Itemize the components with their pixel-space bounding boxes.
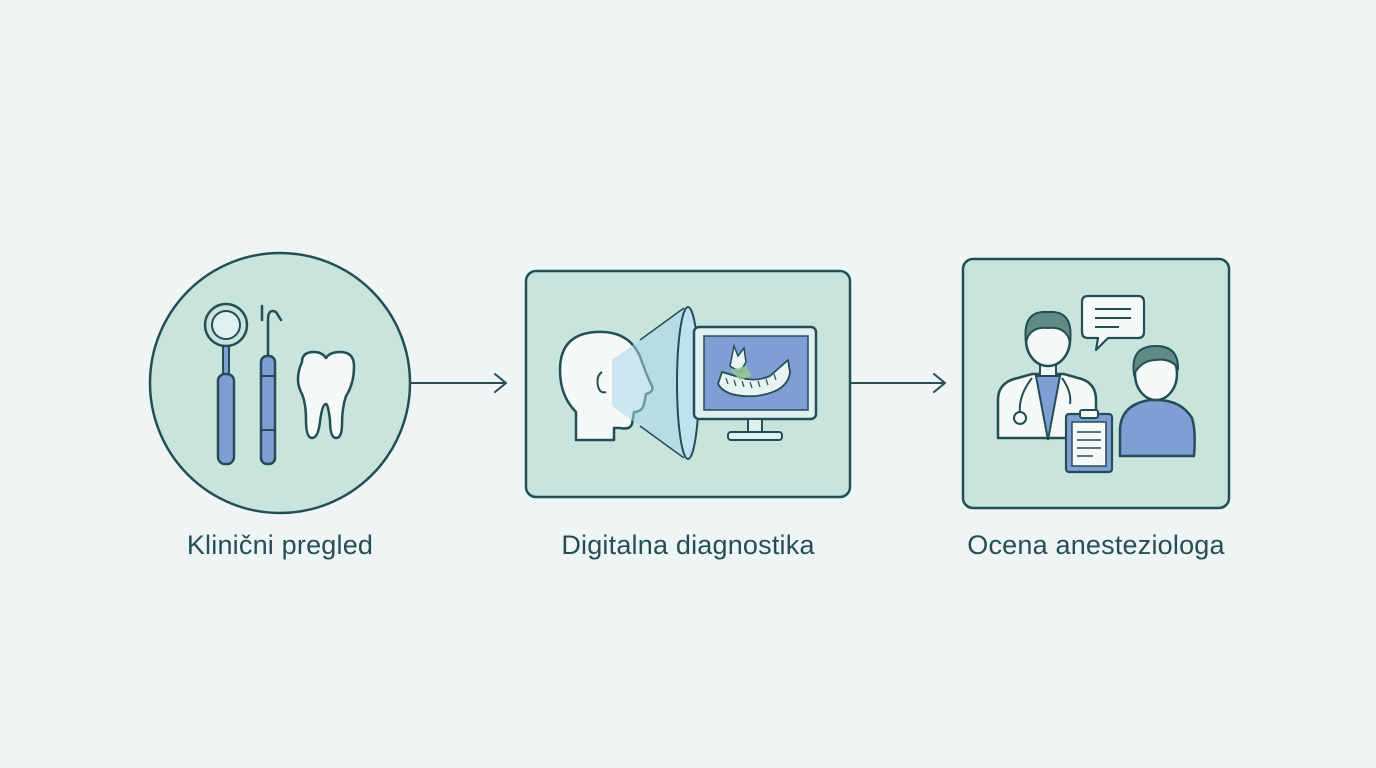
step-2-label: Digitalna diagnostika bbox=[561, 530, 815, 560]
step-3-panel bbox=[961, 257, 1231, 510]
tooth-icon bbox=[296, 350, 356, 440]
speech-bubble-icon bbox=[1080, 294, 1146, 352]
step-1-panel bbox=[148, 251, 412, 515]
dental-probe-icon bbox=[259, 304, 283, 466]
clipboard-icon bbox=[1064, 409, 1114, 474]
step-1-label: Klinični pregled bbox=[186, 530, 374, 560]
arrow-2 bbox=[850, 373, 946, 393]
step-3-label: Ocena anesteziologa bbox=[967, 530, 1225, 560]
patient-icon bbox=[1118, 344, 1196, 458]
dental-mirror-icon bbox=[203, 302, 249, 466]
jaw-scan-icon bbox=[717, 343, 791, 398]
step-2-panel bbox=[524, 269, 852, 499]
arrow-1 bbox=[410, 373, 507, 393]
